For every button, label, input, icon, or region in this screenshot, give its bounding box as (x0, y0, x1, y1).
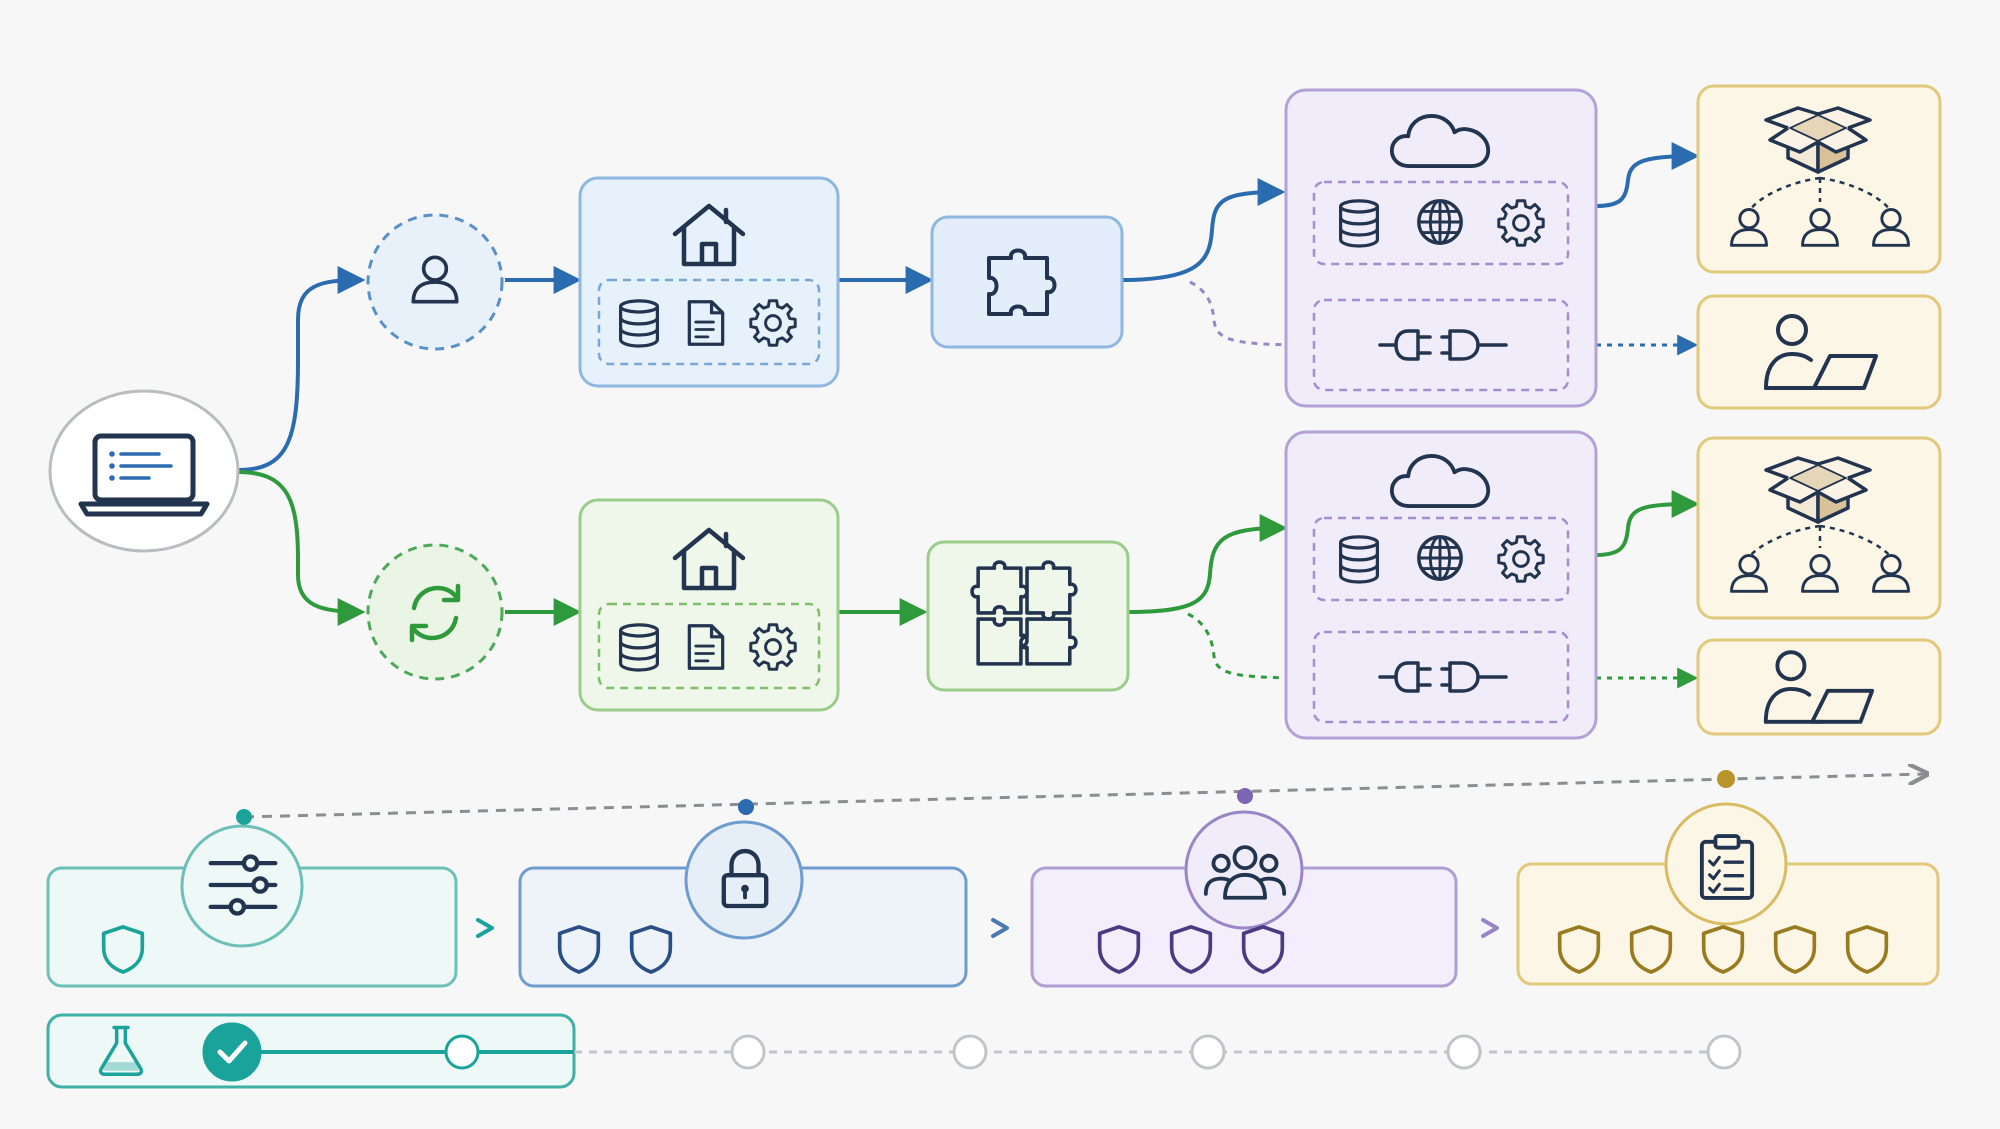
chevron-right-icon (991, 918, 1009, 938)
service-node-blue[interactable] (578, 176, 840, 388)
service-node-green[interactable] (578, 498, 840, 712)
connector-components-to-cloud-green (1127, 514, 1288, 614)
connector-component-to-cloud-blue (1121, 178, 1286, 282)
cloud-node-blue[interactable] (1284, 88, 1598, 408)
timeline-dot-team (1237, 788, 1253, 804)
connector-group (1312, 298, 1570, 392)
connector-cloud-to-package-blue (1595, 142, 1700, 208)
connector-layer (237, 142, 1700, 689)
sliders-icon (211, 857, 276, 914)
stage-configure[interactable] (46, 824, 458, 988)
service-tools-group (597, 602, 821, 690)
progress-step-complete[interactable] (202, 1022, 262, 1082)
progress-steps (202, 1022, 1742, 1082)
stage-review[interactable] (1516, 802, 1940, 986)
service-tools-group (597, 278, 821, 366)
chevron-right-icon (476, 918, 494, 938)
output-package-green[interactable] (1696, 436, 1942, 620)
output-package-blue[interactable] (1696, 84, 1942, 274)
connector-component-to-plug-blue (1189, 280, 1317, 356)
connector-components-to-plug-green (1187, 612, 1317, 689)
cloud-tools-group (1312, 516, 1570, 602)
checkmark-icon (217, 1040, 248, 1064)
progress-step-pending[interactable] (444, 1034, 480, 1070)
cloud-node-green[interactable] (1284, 430, 1598, 740)
component-node-blue[interactable] (930, 215, 1124, 349)
timeline-dot-secure (738, 799, 754, 815)
chevron-right-icon (1481, 918, 1499, 938)
connector-group (1312, 630, 1570, 724)
component-node-green[interactable] (926, 540, 1130, 692)
connector-cloud-to-package-green (1595, 490, 1700, 557)
timeline-dot-configure (236, 809, 252, 825)
progress-step-pending[interactable] (952, 1034, 988, 1070)
progress-step-pending[interactable] (730, 1034, 766, 1070)
trigger-node-green[interactable] (366, 543, 504, 681)
test-track (46, 1013, 1742, 1089)
flow-green (366, 430, 1942, 740)
connector-source-to-user (237, 266, 366, 472)
stage-secure[interactable] (518, 820, 968, 988)
trigger-node-blue[interactable] (366, 213, 504, 351)
globe-icon (1417, 535, 1463, 581)
cloud-tools-group (1312, 180, 1570, 266)
progress-step-pending[interactable] (1706, 1034, 1742, 1070)
progress-step-pending[interactable] (1190, 1034, 1226, 1070)
output-user-blue[interactable] (1696, 294, 1942, 410)
timeline-arrow (243, 774, 1925, 819)
output-user-green[interactable] (1696, 638, 1942, 736)
connector-source-to-sync (237, 470, 366, 626)
globe-icon (1417, 199, 1463, 245)
progress-step-pending[interactable] (1446, 1034, 1482, 1070)
flow-blue (366, 84, 1942, 410)
timeline-dot-review (1717, 770, 1735, 788)
stage-team[interactable] (1030, 810, 1458, 988)
source-node[interactable] (48, 389, 240, 553)
stage-timeline (46, 770, 1940, 988)
